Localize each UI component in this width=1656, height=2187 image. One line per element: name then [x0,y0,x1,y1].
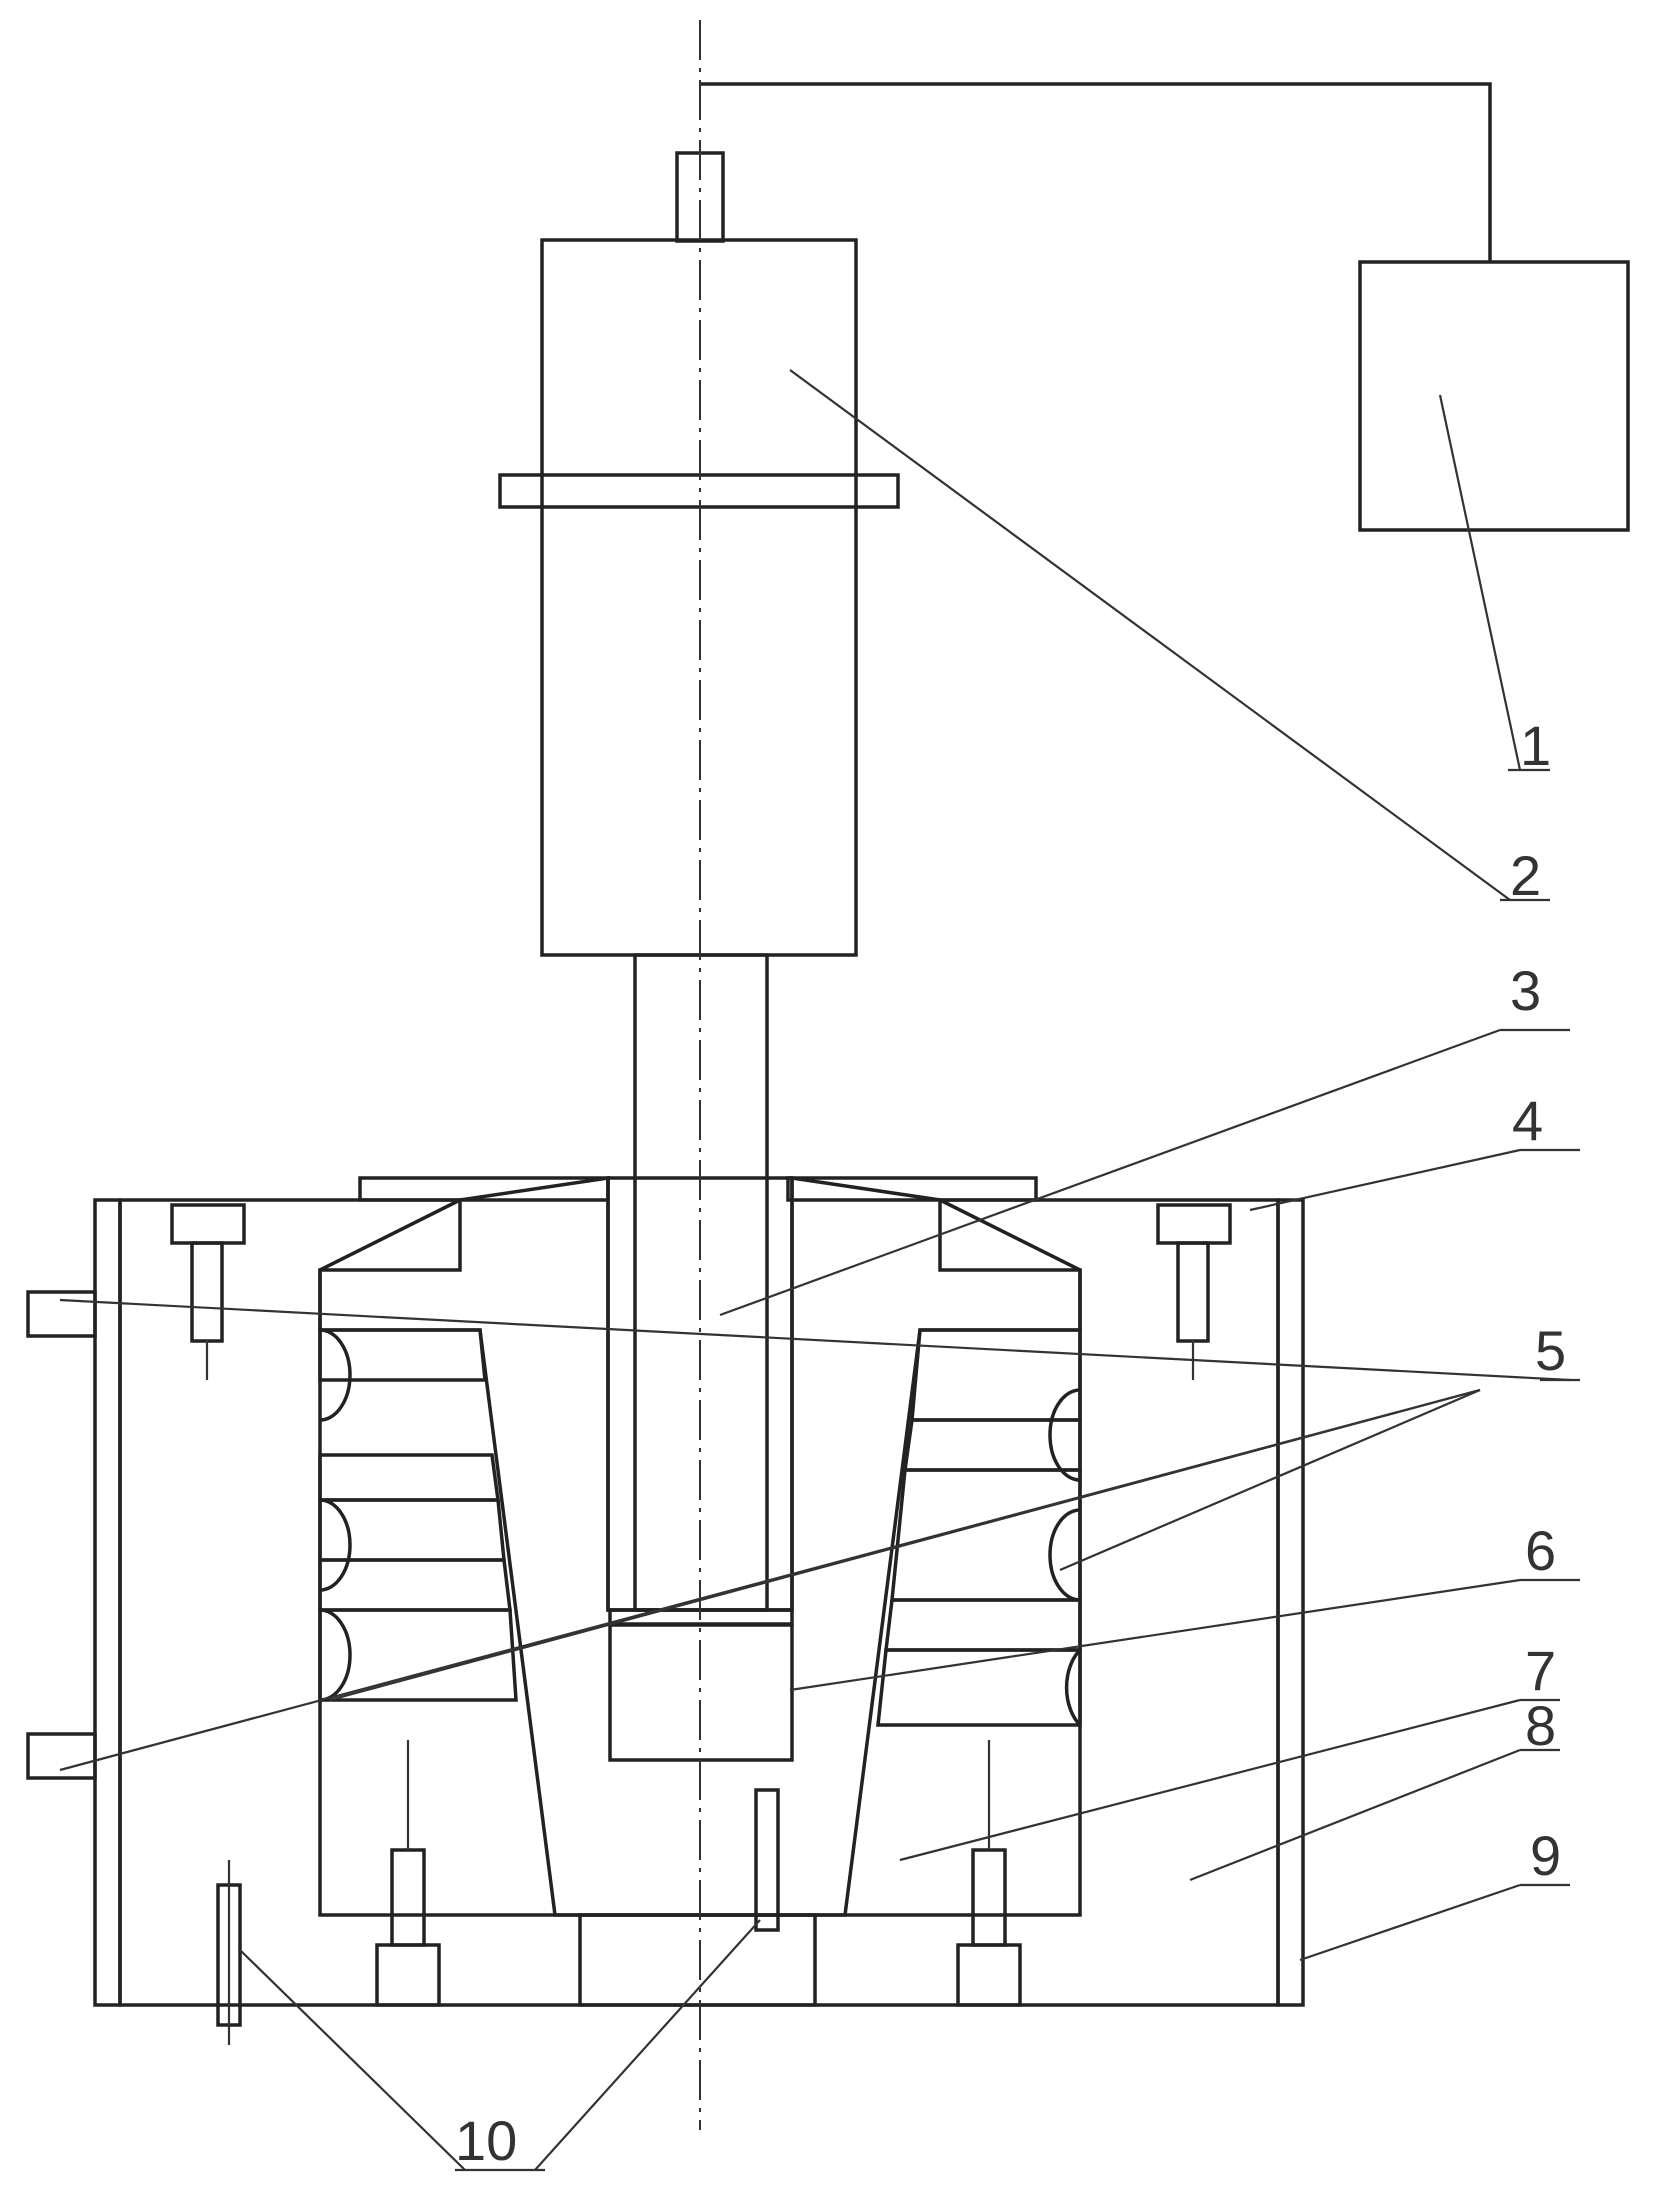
label-2: 2 [1510,844,1541,907]
part-labels: 1 2 3 4 5 6 7 8 9 10 [455,714,1566,2172]
leader-lines [59,369,1580,2172]
label-7: 7 [1525,1639,1556,1702]
wedge-rings-left [318,1328,518,1702]
label-10: 10 [455,2109,517,2172]
label-6: 6 [1525,1519,1556,1582]
label-8: 8 [1525,1694,1556,1757]
top-cover [358,1176,1038,1202]
thermocouple-center [754,1788,780,1932]
top-bolt-left [170,1203,246,1380]
bottom-bolt-right [956,1740,1022,2007]
top-bolt-right [1156,1203,1232,1380]
ultrasonic-generator [700,82,1630,532]
thermocouple-left [216,1860,242,2045]
label-3: 3 [1510,959,1541,1022]
label-4: 4 [1512,1089,1543,1152]
label-5: 5 [1535,1319,1566,1382]
bottom-bolt-left [375,1740,441,2007]
label-1: 1 [1520,714,1551,777]
wedge-rings-right [876,1328,1082,1727]
label-9: 9 [1530,1824,1561,1887]
